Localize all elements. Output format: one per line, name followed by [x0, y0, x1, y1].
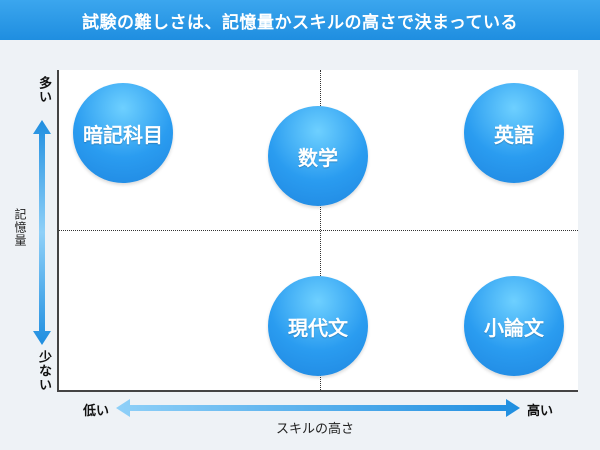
y-axis-high-label: 多い — [36, 76, 51, 104]
horizontal-divider — [59, 230, 578, 231]
subject-bubble-essay: 小論文 — [464, 276, 564, 376]
y-axis-title: 記憶量 — [13, 208, 27, 247]
subject-bubble-english: 英語 — [464, 83, 564, 183]
subject-bubble-memorization: 暗記科目 — [73, 83, 173, 183]
page-title: 試験の難しさは、記憶量かスキルの高さで決まっている — [0, 0, 600, 40]
y-axis-arrow — [33, 120, 51, 345]
y-axis-low-label: 少ない — [36, 350, 51, 392]
x-axis-high-label: 高い — [527, 404, 554, 419]
subject-bubble-modern-japanese: 現代文 — [268, 276, 368, 376]
subject-bubble-math: 数学 — [268, 106, 368, 206]
x-axis-title: スキルの高さ — [275, 422, 354, 437]
x-axis-low-label: 低い — [83, 404, 110, 419]
x-axis-arrow — [116, 399, 520, 417]
